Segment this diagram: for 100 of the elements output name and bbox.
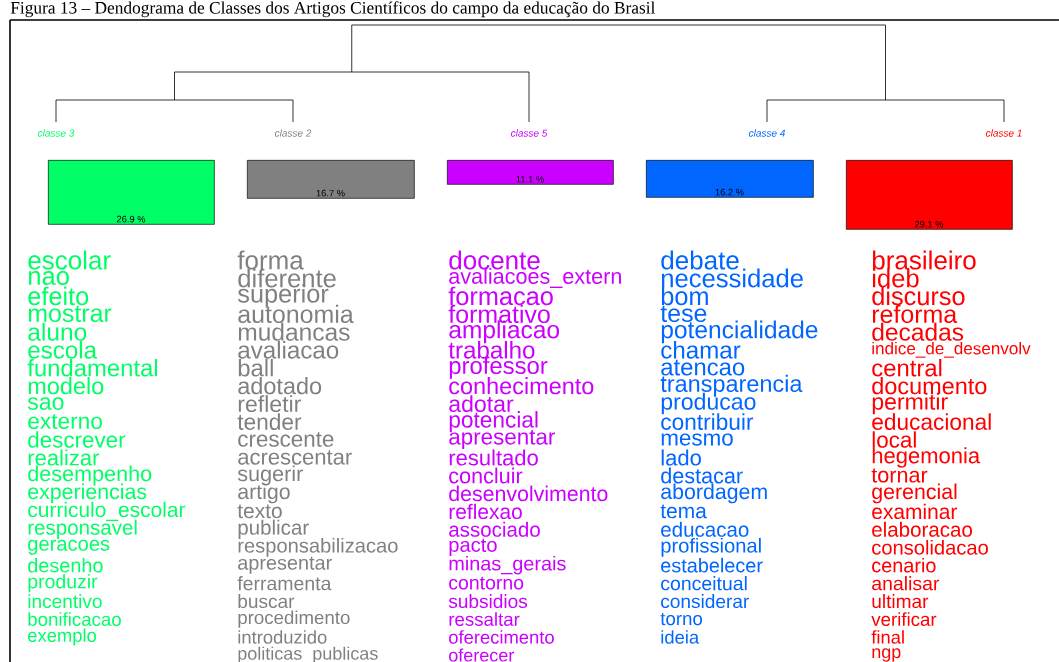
class-label: classe 1 xyxy=(986,129,1022,137)
word: necessidade xyxy=(661,268,803,288)
word: adotado xyxy=(238,377,322,395)
word: analisar xyxy=(872,576,940,591)
word: reforma xyxy=(872,304,958,324)
word: debate xyxy=(661,250,739,270)
class-bar: 26.9 % xyxy=(48,160,215,225)
word: local xyxy=(872,431,916,448)
word: gerencial xyxy=(872,483,957,504)
word: destacar xyxy=(661,467,743,484)
word: estabelecer xyxy=(661,557,763,573)
word: tender xyxy=(237,413,302,430)
class-label: classe 2 xyxy=(275,129,312,137)
word: fundamental xyxy=(27,358,157,377)
word: forma xyxy=(237,250,304,270)
word: brasileiro xyxy=(872,250,976,270)
word: crescente xyxy=(238,432,334,447)
word: externo xyxy=(28,414,102,430)
word: texto xyxy=(237,504,282,519)
word: mesmo xyxy=(661,433,733,446)
word: indice_de_desenvolv xyxy=(872,341,1031,358)
word: associado xyxy=(449,521,540,537)
word: escolar xyxy=(28,250,111,270)
word: contribuir xyxy=(661,413,754,430)
word: descrever xyxy=(28,431,126,448)
word: tese xyxy=(660,305,707,323)
word: oferecer xyxy=(449,648,514,662)
word: ressaltar xyxy=(449,612,520,626)
word: publicar xyxy=(238,519,309,539)
word: incentivo xyxy=(28,594,102,609)
word: ngp xyxy=(872,648,901,662)
class-bar: 11.1 % xyxy=(447,160,614,185)
word: abordagem xyxy=(661,483,767,504)
word: contorno xyxy=(449,576,524,590)
word: subsidios xyxy=(448,594,528,609)
word: introduzido xyxy=(238,630,327,644)
word: atencao xyxy=(661,359,745,376)
word: responsabilizacao xyxy=(238,537,398,557)
word: resultado xyxy=(449,449,538,466)
word: lado xyxy=(661,449,701,466)
word: escola xyxy=(28,340,98,359)
word: bonificacao xyxy=(28,612,121,626)
class-label: classe 3 xyxy=(38,129,75,137)
word: oferecimento xyxy=(449,630,554,644)
word: minas_gerais xyxy=(449,555,566,575)
class-label: classe 5 xyxy=(511,129,548,137)
word: apresentar xyxy=(238,556,332,574)
word: exemplo xyxy=(28,628,97,646)
word: central xyxy=(872,358,942,377)
class-label: classe 4 xyxy=(749,129,785,137)
word: desenho xyxy=(28,557,103,573)
word: educacao xyxy=(661,521,749,537)
word: geracoes xyxy=(28,539,110,555)
word: sao xyxy=(27,397,64,410)
word: formacao xyxy=(448,286,553,306)
word: aluno xyxy=(28,322,87,341)
word: desenvolvimento xyxy=(449,485,608,502)
word: realizar xyxy=(28,449,100,466)
class-bar: 16.7 % xyxy=(247,160,415,199)
word: educacional xyxy=(872,413,991,430)
word: conhecimento xyxy=(449,377,594,395)
word: ball xyxy=(238,358,273,377)
word: considerar xyxy=(661,594,749,609)
word: conceitual xyxy=(661,576,747,591)
word: cenario xyxy=(872,557,936,573)
word: docente xyxy=(449,250,540,270)
word: concluir xyxy=(449,467,523,484)
word: profissional xyxy=(661,537,761,557)
word: torno xyxy=(660,613,703,626)
word: tema xyxy=(660,504,707,519)
word: procedimento xyxy=(238,610,350,628)
word: ideb xyxy=(873,268,919,288)
word: ultimar xyxy=(872,594,929,609)
word: discurso xyxy=(872,286,965,306)
word: consolidacao xyxy=(872,539,988,555)
word: elaboracao xyxy=(872,521,972,537)
word: ideia xyxy=(661,630,700,644)
word: refletir xyxy=(238,395,301,413)
word: produzir xyxy=(28,574,98,593)
word: ferramenta xyxy=(237,576,332,591)
word: buscar xyxy=(238,594,295,609)
word: final xyxy=(871,630,904,644)
word: avaliacoes_extern xyxy=(449,268,621,288)
word: examinar xyxy=(872,503,957,520)
word: mostrar xyxy=(28,305,112,323)
word: responsavel xyxy=(28,519,137,539)
word: bom xyxy=(661,286,708,306)
class-bar: 29.1 % xyxy=(846,160,1013,230)
word: avaliacao xyxy=(238,340,339,359)
word: reflexao xyxy=(449,503,522,520)
word: modelo xyxy=(28,377,104,395)
word: mudancas xyxy=(238,322,350,341)
figure-title: Figura 13 – Dendograma de Classes dos Artigos Científicos do campo da educação do Brasil xyxy=(10,1,655,18)
word: tornar xyxy=(871,468,928,483)
word: efeito xyxy=(28,286,89,306)
word: hegemonia xyxy=(872,447,981,468)
class-bar: 16.2 % xyxy=(646,160,814,198)
word: adotar xyxy=(449,395,514,413)
word: verificar xyxy=(871,612,937,626)
word: pacto xyxy=(449,538,497,556)
